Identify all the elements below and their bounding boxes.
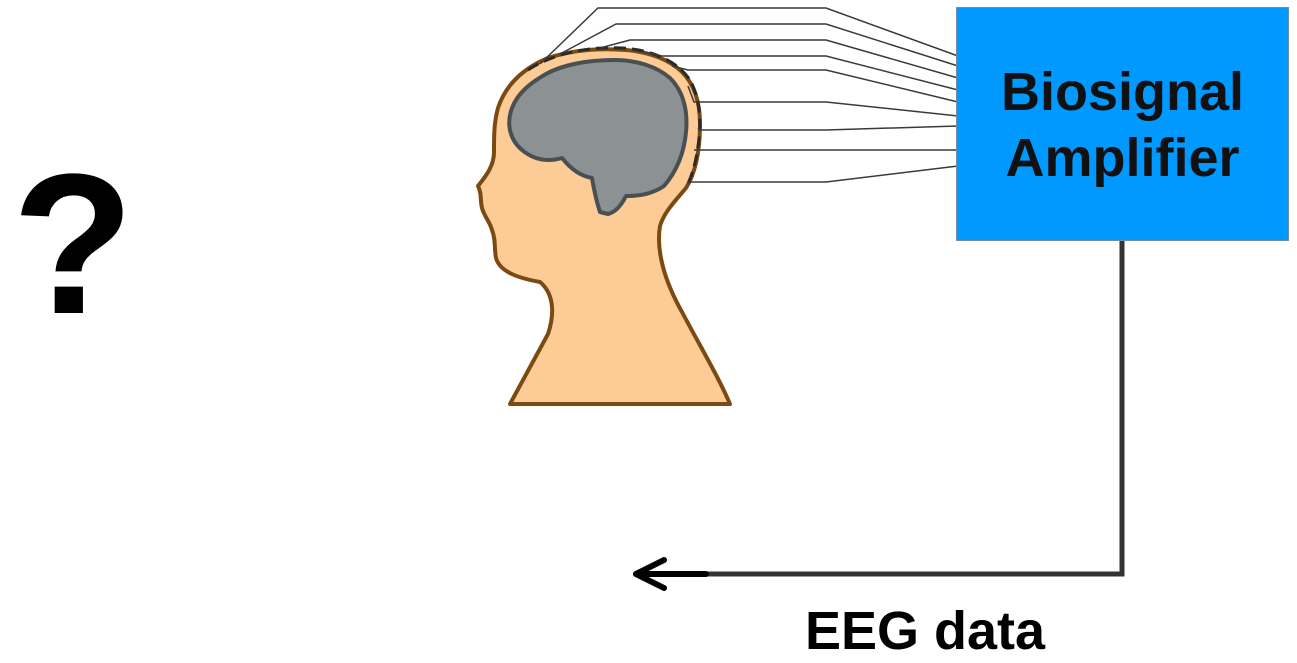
electrode-wires <box>539 7 959 183</box>
electrode-wire <box>559 23 959 67</box>
electrode-wire <box>687 85 959 117</box>
electrode-wire <box>697 125 959 131</box>
electrode-wire <box>643 51 959 91</box>
brain-shape <box>507 58 689 216</box>
output-arrow-icon <box>633 557 709 591</box>
eeg-data-label: EEG data <box>804 601 1046 661</box>
question-mark: ? <box>11 133 135 356</box>
electrode-wire <box>539 7 959 65</box>
electrode-wire <box>671 65 959 103</box>
amplifier-label-line2: Amplifier <box>1005 128 1240 188</box>
biosignal-amplifier-box: Biosignal Amplifier <box>956 7 1289 241</box>
electrode-wire <box>599 39 959 79</box>
amplifier-box-fill <box>956 7 1289 241</box>
output-line <box>708 241 1125 577</box>
electrode-cap <box>527 46 702 189</box>
electrode-wire <box>688 165 959 183</box>
amplifier-label-line1: Biosignal <box>1000 62 1245 122</box>
